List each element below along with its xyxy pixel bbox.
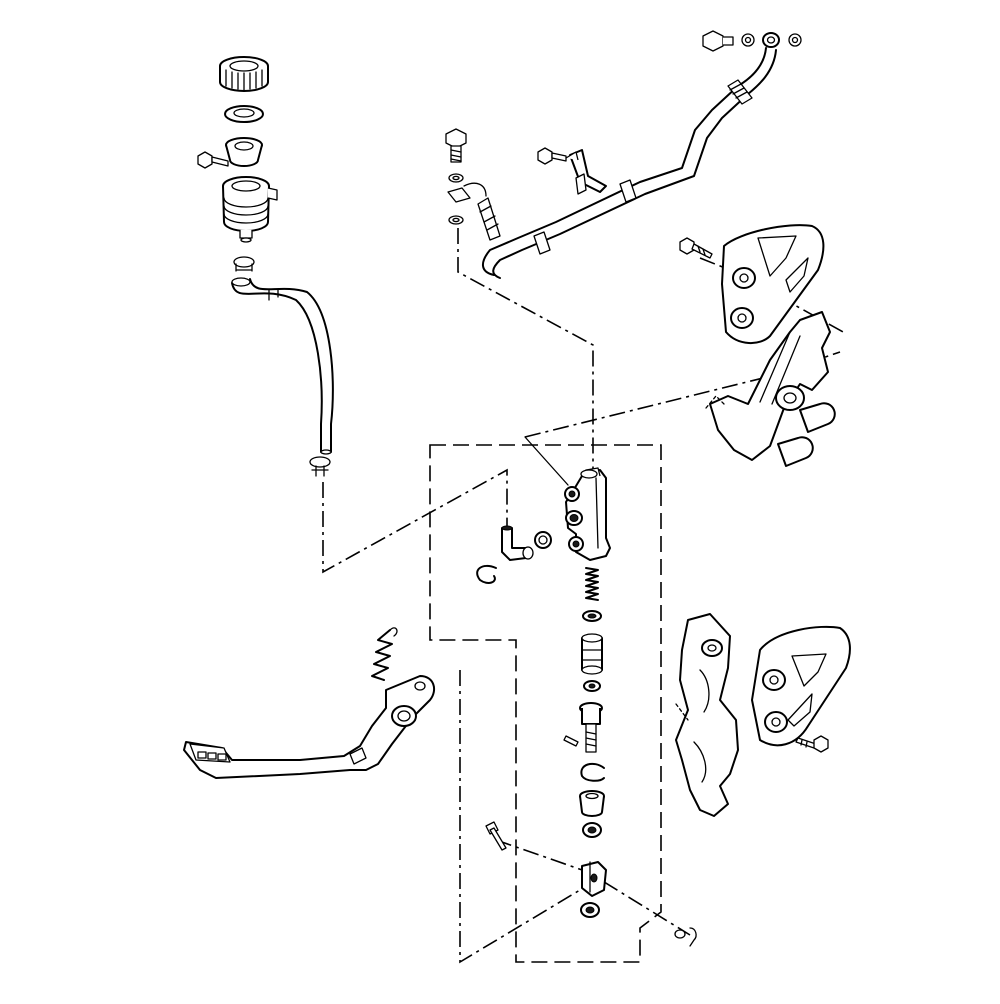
sealing-washers bbox=[447, 173, 471, 225]
heel-guard bbox=[721, 224, 825, 344]
reservoir-cap bbox=[219, 56, 269, 92]
heel-guard-bolt bbox=[679, 237, 713, 259]
hose-joint bbox=[501, 525, 534, 561]
push-rod-pin bbox=[563, 735, 579, 747]
reservoir-bolt bbox=[197, 151, 229, 169]
spring bbox=[585, 567, 599, 601]
lower-heel-guard bbox=[751, 625, 851, 747]
lower-heel-guard-bolt bbox=[795, 735, 829, 753]
push-rod-circlip bbox=[580, 762, 605, 782]
pedal-to-clevis-line bbox=[459, 670, 581, 964]
return-spring bbox=[371, 627, 398, 681]
brake-hose bbox=[463, 47, 777, 279]
clevis bbox=[581, 861, 607, 897]
secondary-cup bbox=[583, 680, 601, 692]
hose-to-cylinder-line bbox=[457, 228, 594, 470]
footpeg-bracket bbox=[705, 311, 836, 467]
piston bbox=[581, 633, 603, 675]
upper-banjo-bolt bbox=[702, 30, 734, 52]
cotter-pin bbox=[674, 927, 697, 947]
hose-clamp-lower bbox=[309, 456, 331, 477]
boot bbox=[579, 790, 605, 817]
piston-cup bbox=[582, 610, 602, 622]
circlip bbox=[476, 564, 497, 584]
diaphragm bbox=[225, 137, 263, 167]
diaphragm-plate bbox=[224, 105, 264, 123]
hose-guide-bolt bbox=[537, 147, 567, 165]
master-cylinder-body bbox=[564, 467, 611, 561]
clevis-pin bbox=[485, 821, 507, 851]
upper-washers bbox=[741, 32, 802, 48]
reservoir-tank bbox=[222, 176, 278, 243]
clevis-nut bbox=[580, 902, 600, 918]
o-ring bbox=[534, 531, 552, 549]
push-rod bbox=[579, 702, 603, 753]
reservoir-hose-to-joint-line bbox=[322, 468, 508, 574]
lower-frame-bracket bbox=[675, 613, 739, 817]
lock-nut bbox=[582, 822, 602, 838]
brake-pedal bbox=[183, 675, 436, 779]
master-cylinder-group-outline bbox=[429, 444, 662, 963]
bracket-leader-line bbox=[524, 436, 569, 486]
hose-guide bbox=[565, 149, 607, 195]
banjo-bolt bbox=[445, 128, 467, 163]
hose-clamp bbox=[233, 256, 255, 272]
reservoir-hose bbox=[231, 277, 334, 455]
